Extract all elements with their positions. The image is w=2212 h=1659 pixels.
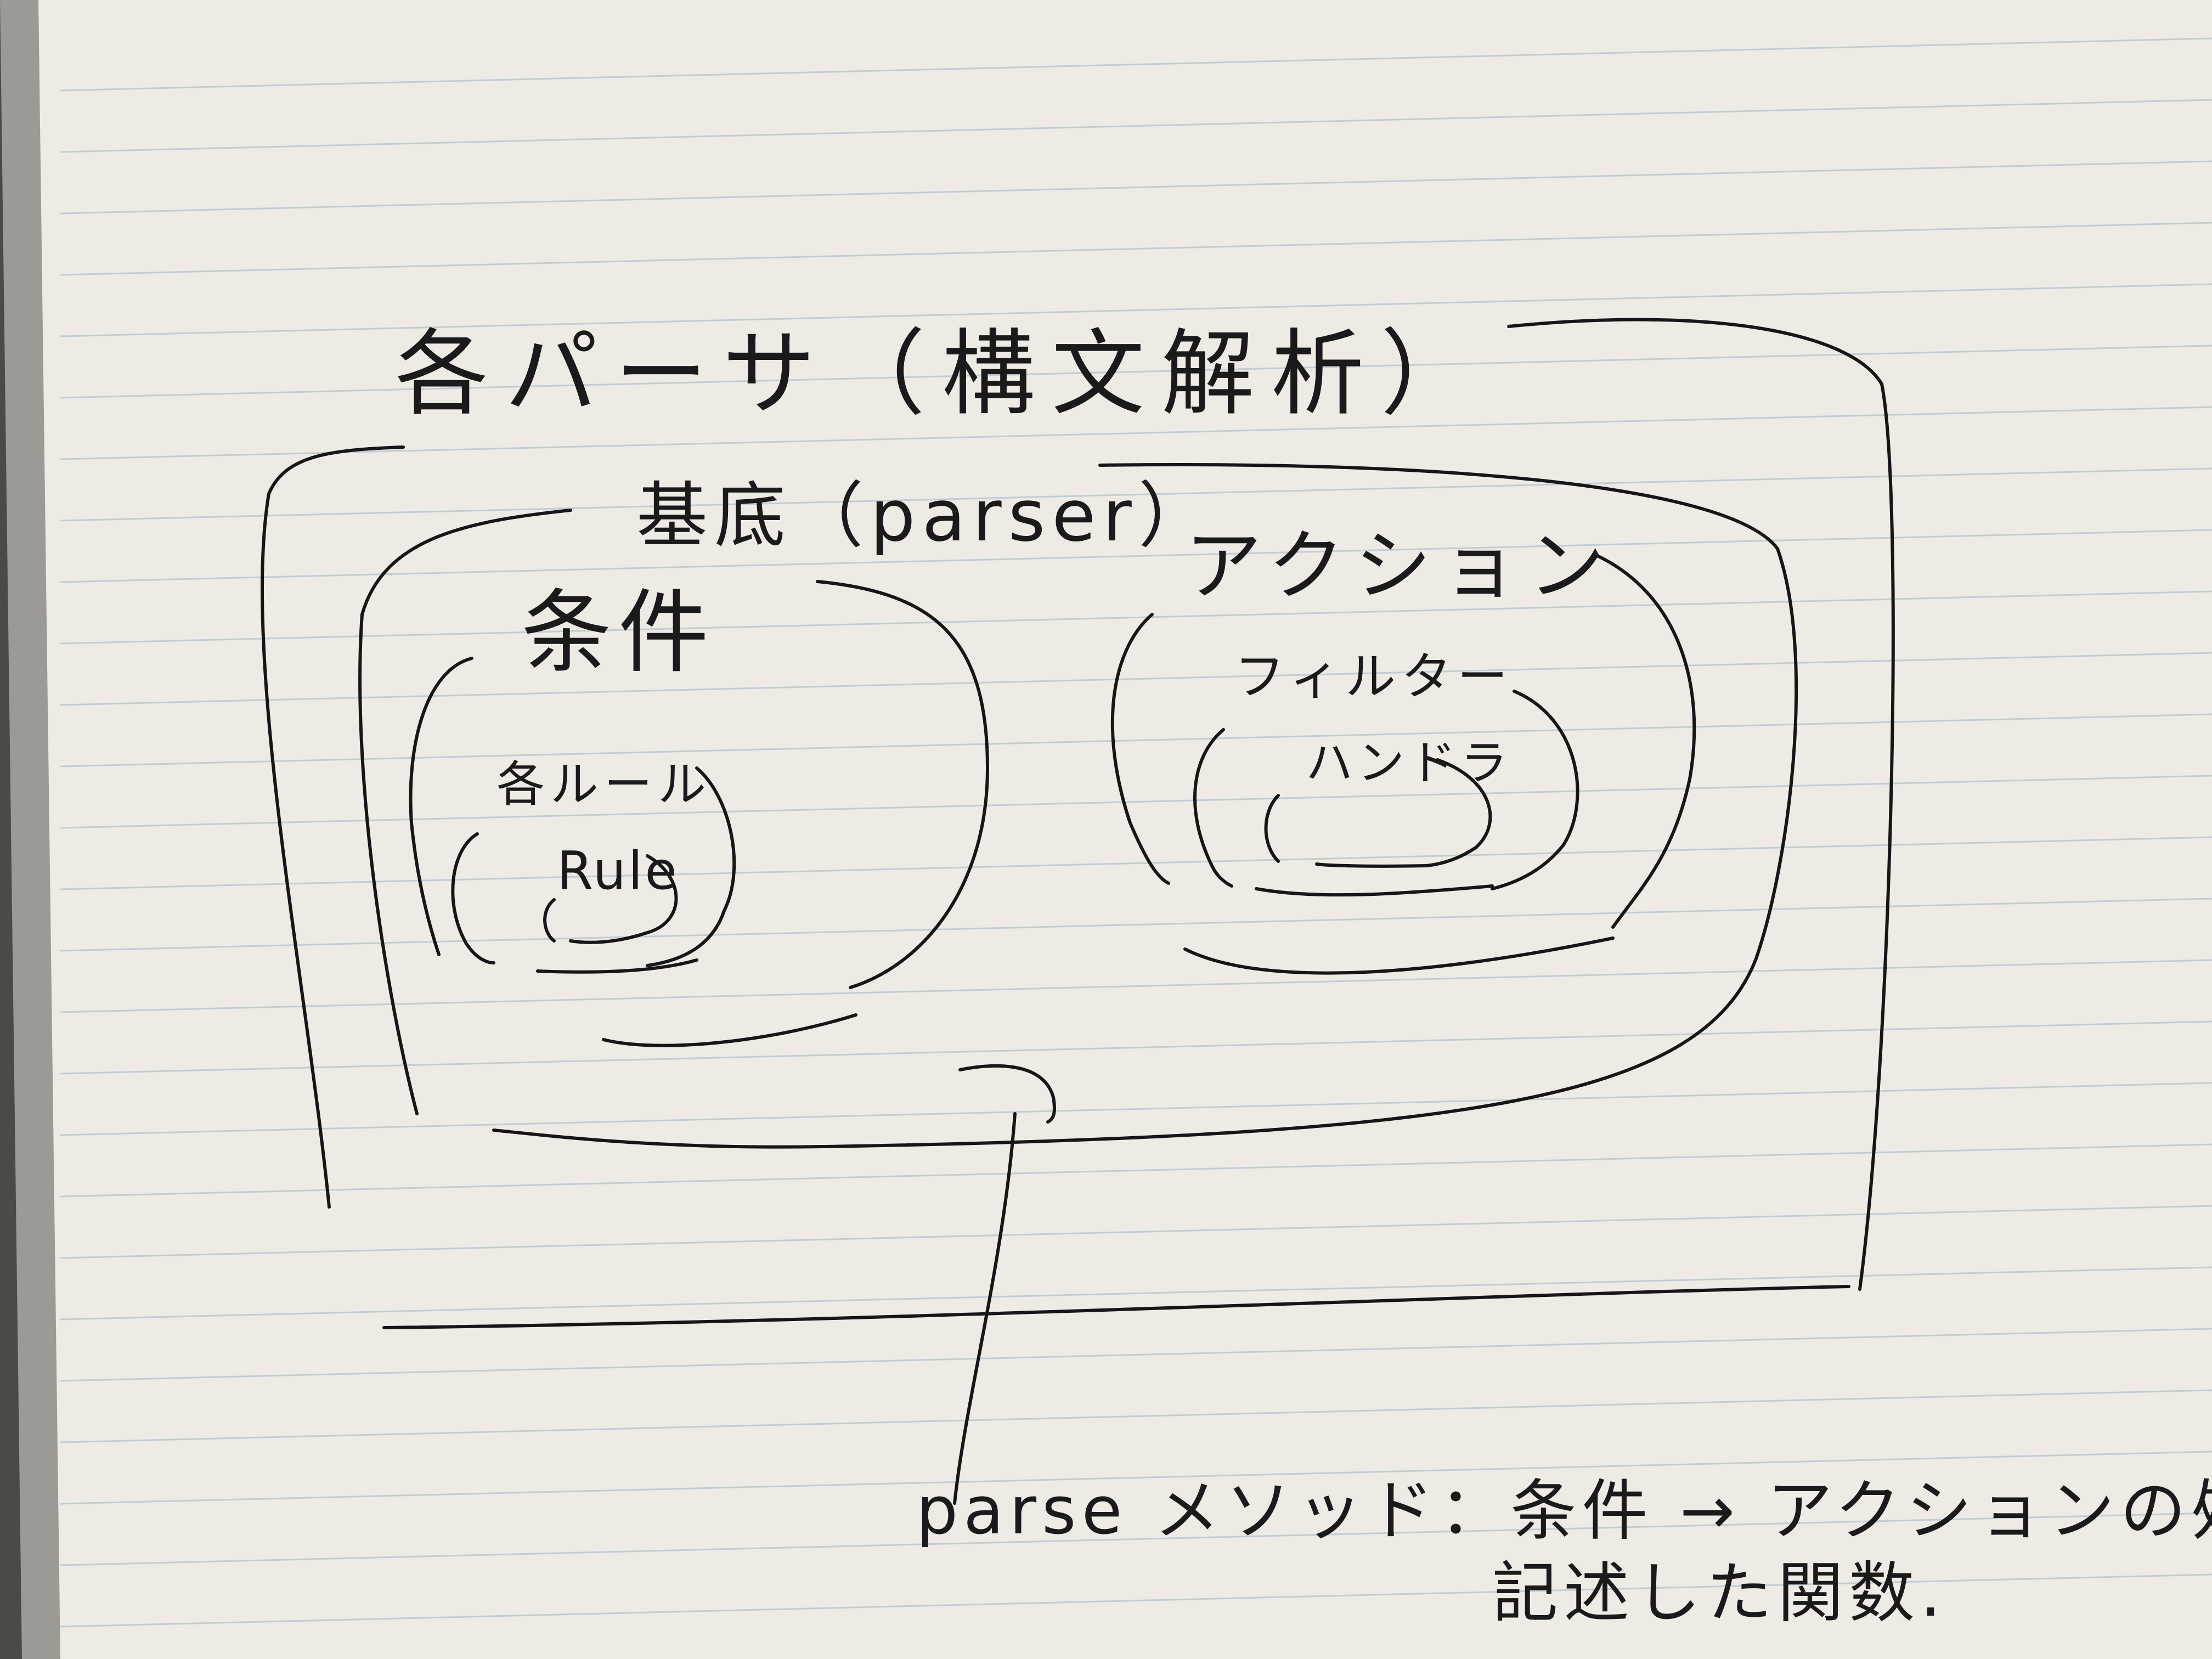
ruled-line <box>60 345 2212 399</box>
ruled-line <box>60 1328 2212 1382</box>
rule-label: Rule <box>557 841 679 901</box>
ruled-line <box>60 160 2212 215</box>
ruled-line <box>60 959 2212 1013</box>
ruled-line <box>60 529 2212 583</box>
ruled-line <box>60 898 2212 952</box>
ruled-lines <box>60 37 2212 1628</box>
ruled-line <box>60 406 2212 460</box>
ruled-line <box>60 37 2212 92</box>
ruled-line <box>60 775 2212 829</box>
each-rule-label: 各ルール <box>496 756 712 812</box>
ruled-line <box>60 652 2212 706</box>
base-label: 基底（parser） <box>636 474 1216 557</box>
ruled-line <box>60 1266 2212 1321</box>
condition-label: 条件 <box>521 580 715 685</box>
rule-frame <box>543 854 678 944</box>
ruled-line <box>60 283 2212 337</box>
ruled-line <box>60 1512 2212 1566</box>
ruled-line <box>60 1205 2212 1259</box>
action-label: アクション <box>1185 522 1615 611</box>
ruled-line <box>60 1389 2212 1443</box>
ruled-line <box>60 1451 2212 1505</box>
note-line-2: 記述した関数. <box>1492 1555 1946 1632</box>
ruled-line <box>60 1082 2212 1136</box>
outer-frame <box>261 318 1895 1329</box>
filter-label: フィルター <box>1234 647 1513 706</box>
action-frame <box>1110 552 1696 975</box>
ruled-line <box>60 1143 2212 1198</box>
handler-frame <box>1264 758 1492 868</box>
note-line-1: parse メソッド：条件 → アクションの処理を <box>916 1473 2212 1549</box>
spine-shadow <box>0 0 60 1659</box>
ruled-line <box>60 590 2212 645</box>
each-rule-frame <box>451 766 736 974</box>
handler-label: ハンドラ <box>1306 736 1512 791</box>
diagram-title: 各パーサ（構文解析） <box>395 320 1491 428</box>
ruled-line <box>60 467 2212 522</box>
base-frame <box>358 463 1798 1149</box>
ruled-line <box>60 1573 2212 1628</box>
filter-frame <box>1193 690 1579 897</box>
ruled-line <box>60 99 2212 153</box>
ruled-line <box>60 1020 2212 1075</box>
ruled-line <box>60 222 2212 276</box>
ruled-line <box>60 713 2212 768</box>
condition-frame <box>409 580 989 1047</box>
note-pointer-line <box>953 1064 1056 1505</box>
